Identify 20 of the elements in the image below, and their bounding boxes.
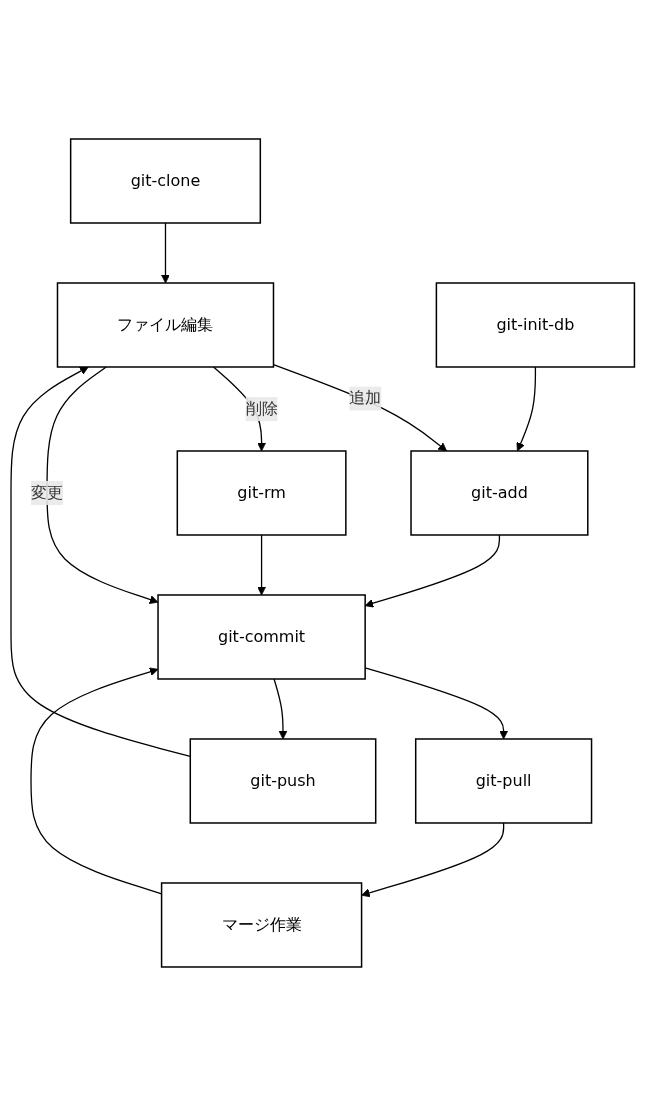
arrow [257, 534, 267, 596]
node-box: git-push [189, 738, 377, 824]
node-box: マージ作業 [161, 882, 363, 968]
node-box: git-init-db [435, 282, 636, 368]
arrow [516, 366, 537, 452]
arrow [361, 822, 505, 898]
node-box: git-pull [415, 738, 593, 824]
node-box: git-clone [70, 138, 262, 224]
node-box: ファイル編集 [57, 282, 275, 368]
arrow [161, 222, 171, 284]
node-box: git-add [410, 450, 589, 536]
edge-label: 削除 [245, 399, 278, 418]
node-box: git-commit [157, 594, 367, 680]
edge-label: 追加 [349, 388, 382, 408]
arrow [273, 678, 288, 740]
arrow [46, 366, 159, 604]
node-box: git-rm [176, 450, 347, 536]
arrow [365, 534, 501, 608]
arrow [273, 364, 448, 452]
edge-label: 変更 [31, 482, 64, 502]
